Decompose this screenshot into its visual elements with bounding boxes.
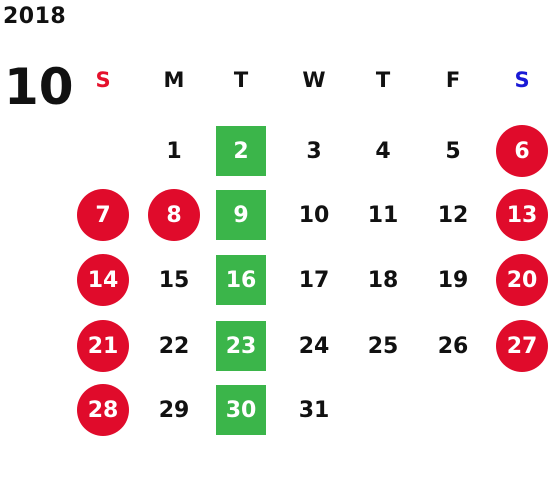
- day-number: 30: [225, 397, 257, 423]
- day-cell-11[interactable]: 11: [355, 187, 411, 243]
- day-cell-27[interactable]: 27: [494, 318, 548, 374]
- day-number: 11: [367, 202, 399, 228]
- day-cell-10[interactable]: 10: [286, 187, 342, 243]
- day-number: 26: [437, 333, 469, 359]
- day-number: 24: [298, 333, 330, 359]
- day-cell-14[interactable]: 14: [75, 252, 131, 308]
- weekday-header-3: W: [302, 68, 326, 92]
- day-number: 7: [95, 202, 111, 228]
- month-number: 10: [4, 58, 74, 116]
- day-cell-1[interactable]: 1: [146, 123, 202, 179]
- year-label: 2018: [3, 4, 67, 29]
- day-number: 9: [233, 202, 249, 228]
- day-cell-28[interactable]: 28: [75, 382, 131, 438]
- day-number: 12: [437, 202, 469, 228]
- day-cell-30[interactable]: 30: [213, 382, 269, 438]
- day-number: 17: [298, 267, 330, 293]
- day-cell-2[interactable]: 2: [213, 123, 269, 179]
- day-cell-21[interactable]: 21: [75, 318, 131, 374]
- day-number: 5: [445, 138, 461, 164]
- day-number: 22: [158, 333, 190, 359]
- day-cell-23[interactable]: 23: [213, 318, 269, 374]
- day-cell-18[interactable]: 18: [355, 252, 411, 308]
- day-cell-17[interactable]: 17: [286, 252, 342, 308]
- day-number: 16: [225, 267, 257, 293]
- day-number: 4: [375, 138, 391, 164]
- day-number: 14: [87, 267, 119, 293]
- day-cell-8[interactable]: 8: [146, 187, 202, 243]
- weekday-header-0: S: [95, 68, 111, 92]
- day-cell-20[interactable]: 20: [494, 252, 548, 308]
- day-cell-7[interactable]: 7: [75, 187, 131, 243]
- day-number: 18: [367, 267, 399, 293]
- day-cell-6[interactable]: 6: [494, 123, 548, 179]
- weekday-header-6: S: [514, 68, 530, 92]
- day-number: 13: [506, 202, 538, 228]
- weekday-header-4: T: [375, 68, 391, 92]
- day-number: 2: [233, 138, 249, 164]
- day-number: 27: [506, 333, 538, 359]
- day-cell-3[interactable]: 3: [286, 123, 342, 179]
- day-cell-4[interactable]: 4: [355, 123, 411, 179]
- day-cell-13[interactable]: 13: [494, 187, 548, 243]
- day-number: 25: [367, 333, 399, 359]
- day-number: 31: [298, 397, 330, 423]
- day-cell-25[interactable]: 25: [355, 318, 411, 374]
- day-cell-19[interactable]: 19: [425, 252, 481, 308]
- day-number: 15: [158, 267, 190, 293]
- day-number: 20: [506, 267, 538, 293]
- day-cell-26[interactable]: 26: [425, 318, 481, 374]
- weekday-header-1: M: [163, 68, 185, 92]
- day-cell-22[interactable]: 22: [146, 318, 202, 374]
- day-number: 3: [306, 138, 322, 164]
- weekday-header-2: T: [233, 68, 249, 92]
- day-cell-9[interactable]: 9: [213, 187, 269, 243]
- day-cell-12[interactable]: 12: [425, 187, 481, 243]
- day-number: 28: [87, 397, 119, 423]
- day-number: 23: [225, 333, 257, 359]
- day-number: 21: [87, 333, 119, 359]
- day-number: 19: [437, 267, 469, 293]
- day-cell-15[interactable]: 15: [146, 252, 202, 308]
- day-cell-16[interactable]: 16: [213, 252, 269, 308]
- day-cell-5[interactable]: 5: [425, 123, 481, 179]
- day-number: 10: [298, 202, 330, 228]
- day-cell-29[interactable]: 29: [146, 382, 202, 438]
- day-number: 6: [514, 138, 530, 164]
- day-number: 29: [158, 397, 190, 423]
- day-cell-31[interactable]: 31: [286, 382, 342, 438]
- weekday-header-5: F: [445, 68, 461, 92]
- day-cell-24[interactable]: 24: [286, 318, 342, 374]
- day-number: 1: [166, 138, 182, 164]
- day-number: 8: [166, 202, 182, 228]
